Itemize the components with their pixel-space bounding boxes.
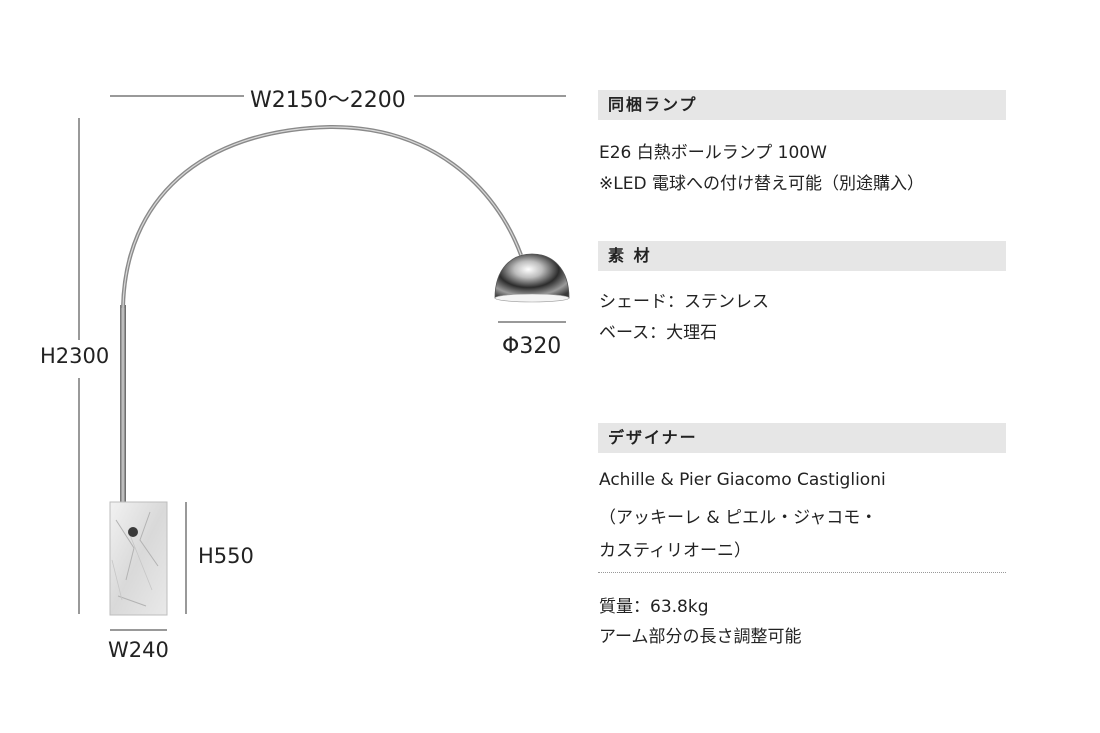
arm-adjust-line: アーム部分の長さ調整可能 [599, 627, 802, 647]
shade-diameter-label: Φ320 [502, 334, 562, 359]
weight-line: 質量：63.8kg [599, 597, 709, 617]
dotted-divider [598, 572, 1006, 573]
designer-kana-line-1: （アッキーレ & ピエル・ジャコモ・ [599, 508, 878, 528]
lamp-pole [120, 305, 126, 505]
designer-name-line: Achille & Pier Giacomo Castiglioni [599, 470, 886, 490]
lamp-shade [494, 253, 570, 299]
lamp-spec-line: E26 白熱ボールランプ 100W [599, 143, 827, 163]
material-section-header: 素 材 [598, 241, 1006, 271]
arc-width-label: W2150〜2200 [250, 88, 406, 113]
base-width-label: W240 [108, 638, 169, 662]
lamp-arc [121, 124, 523, 309]
base-hole [128, 527, 138, 537]
lamp-section-header: 同梱ランプ [598, 90, 1006, 120]
marble-base [109, 501, 168, 616]
total-height-label: H2300 [40, 344, 110, 368]
material-base-line: ベース：大理石 [599, 323, 718, 343]
material-shade-line: シェード：ステンレス [599, 292, 769, 312]
designer-kana-line-2: カスティリオーニ） [599, 541, 751, 561]
designer-section-header: デザイナー [598, 423, 1006, 453]
base-height-label: H550 [198, 544, 254, 568]
lamp-note-line: ※LED 電球への付け替え可能（別途購入） [599, 174, 924, 194]
